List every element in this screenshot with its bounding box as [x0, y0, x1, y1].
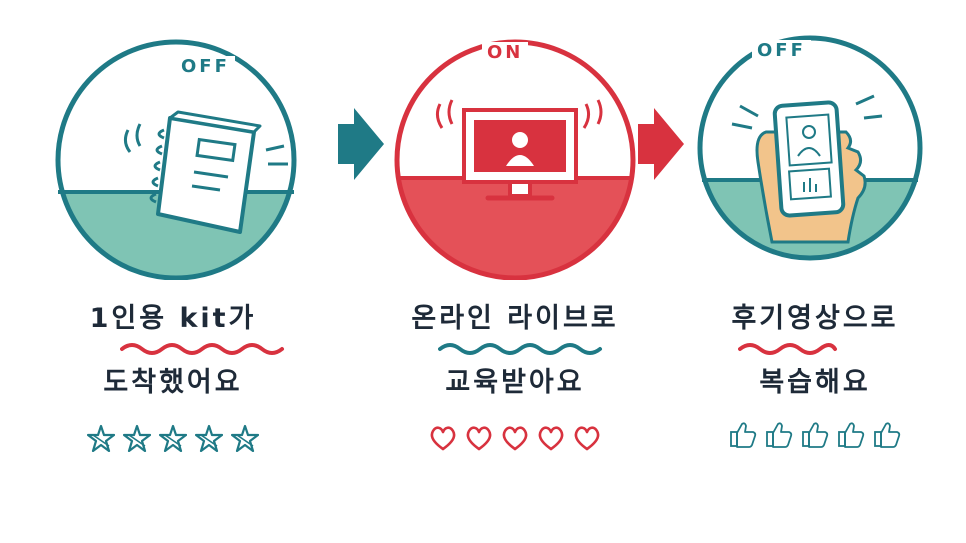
thumbs-up-icon [802, 422, 829, 448]
caption-line-2: 복습해요 [759, 367, 871, 398]
scene-circle [394, 39, 636, 280]
star-icon [123, 424, 151, 452]
heart-icon [574, 426, 600, 451]
star-icon [159, 424, 187, 452]
star-rating [28, 424, 318, 452]
motion-lines-icon [731, 94, 883, 130]
thumbs-up-rating [670, 420, 960, 448]
caption-line-1: 1인용 kit가 [89, 303, 257, 334]
smartphone-icon [772, 100, 846, 218]
thumbs-up-icon [838, 422, 865, 448]
thumbs-up-icon [730, 422, 757, 448]
caption-line-1: 후기영상으로 [731, 303, 899, 334]
status-label: ON [482, 42, 529, 63]
heart-icon [502, 426, 528, 451]
star-icon [87, 424, 115, 452]
panel-live-class: ON 온라인 라이브로 교육받아요 [370, 0, 660, 543]
status-label: OFF [176, 56, 235, 77]
star-icon [195, 424, 223, 452]
red-wavy-underline [120, 343, 284, 355]
star-icon [231, 424, 259, 452]
monitor-icon [462, 108, 578, 201]
caption-line-2: 교육받아요 [445, 367, 585, 398]
notebook-icon [149, 110, 262, 234]
teal-wavy-underline [438, 343, 602, 355]
motion-lines-icon [123, 123, 288, 166]
caption-line-2: 도착했어요 [103, 367, 243, 398]
red-wavy-underline [738, 343, 837, 355]
heart-icon [538, 426, 564, 451]
arrow-right-icon [338, 108, 384, 180]
heart-rating [370, 424, 660, 452]
scene-circle [55, 39, 297, 280]
motion-lines-icon [435, 99, 603, 129]
status-label: OFF [752, 40, 811, 61]
arrow-right-icon [638, 108, 684, 180]
panel-kit-arrival: OFF 1인용 kit가 도착했어요 [28, 0, 318, 543]
heart-icon [430, 426, 456, 451]
heart-icon [466, 426, 492, 451]
panel-review-video: OFF 후기영상으로 복습해요 [670, 0, 960, 543]
thumbs-up-icon [766, 422, 793, 448]
scene-circle [697, 35, 923, 261]
thumbs-up-icon [874, 422, 901, 448]
caption-line-1: 온라인 라이브로 [411, 303, 619, 334]
